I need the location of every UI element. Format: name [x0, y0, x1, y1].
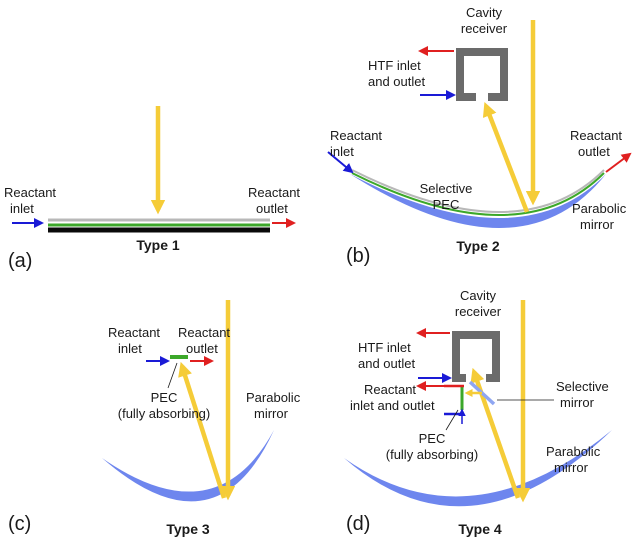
pec-leader-line [167, 362, 178, 389]
reflected-ray [482, 101, 530, 213]
parabolic-mirror [102, 430, 274, 502]
pec-leader-line [445, 409, 459, 431]
type-label: Type 3 [166, 521, 210, 537]
cavity-receiver [456, 48, 508, 101]
reflected-ray [178, 361, 227, 499]
reactant-inlet-arrow [327, 151, 354, 174]
type-label: Type 1 [136, 237, 180, 253]
selective-pec-layer [351, 172, 605, 216]
pec-label: PEC(fully absorbing) [118, 390, 211, 421]
parabolic-mirror [350, 174, 606, 228]
panel-letter: (d) [346, 513, 370, 535]
reactant-outlet-arrow [605, 152, 632, 173]
reactant-tube [351, 169, 605, 213]
type-label: Type 4 [458, 521, 502, 537]
type-label: Type 2 [456, 238, 500, 254]
panel-letter: (a) [8, 250, 32, 272]
pec-label: PEC(fully absorbing) [386, 431, 479, 462]
cavity-receiver [452, 331, 500, 382]
panel-letter: (c) [8, 513, 31, 535]
panel-letter: (b) [346, 245, 370, 267]
parabolic-mirror [344, 430, 612, 507]
